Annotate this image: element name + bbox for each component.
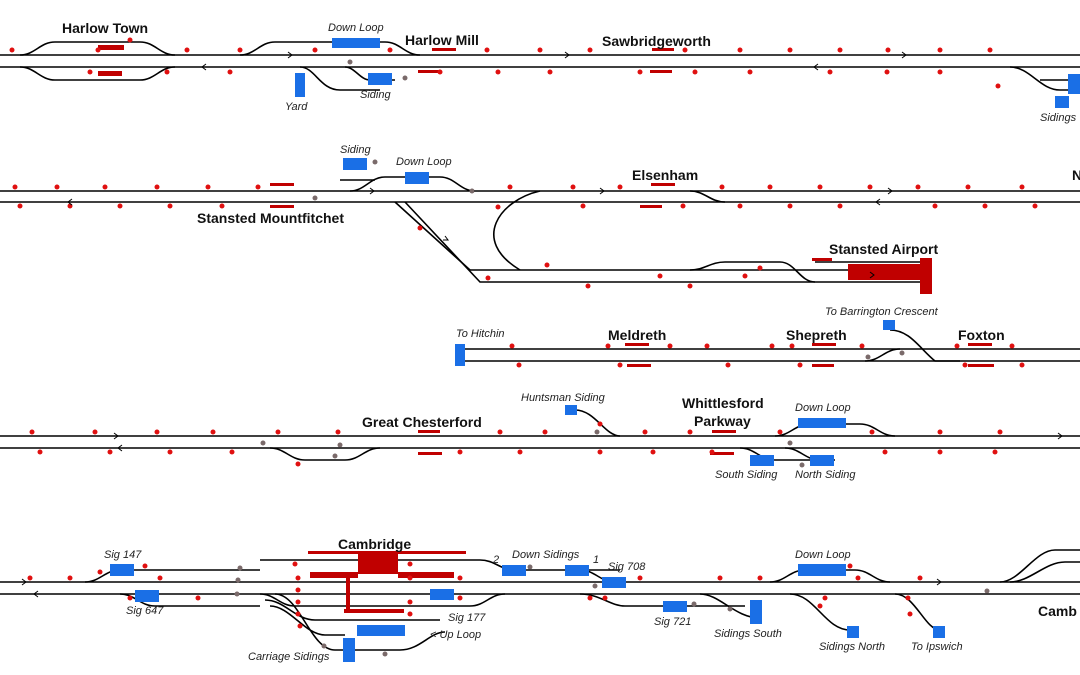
station-shepreth: Shepreth	[786, 327, 847, 343]
station-meldreth: Meldreth	[608, 327, 666, 343]
label-huntsman-siding: Huntsman Siding	[521, 392, 606, 404]
station-parkway: Parkway	[694, 413, 751, 429]
row-cambridge: Cambridge Camb Sig 147 Sig 647 2 Down Si…	[0, 536, 1080, 663]
row-harlow-sawbridgeworth: Harlow Town Harlow Mill Sawbridgeworth D…	[0, 20, 1080, 124]
label-sig-721: Sig 721	[654, 616, 691, 628]
label-to-barrington-crescent: To Barrington Crescent	[825, 306, 939, 318]
label-to-hitchin: To Hitchin	[456, 328, 505, 340]
row4-direction-arrows	[113, 432, 1063, 452]
label-sidings: Sidings	[1040, 112, 1077, 124]
station-cutoff-camb: Camb	[1038, 603, 1077, 619]
label-north-siding: North Siding	[795, 469, 856, 481]
label-down-loop: Down Loop	[795, 402, 851, 414]
label-1: 1	[593, 554, 599, 566]
label-south-siding: South Siding	[715, 469, 778, 481]
row3-signals	[509, 343, 1025, 368]
label-up-loop: < Up Loop	[430, 629, 481, 641]
row4-signals	[29, 421, 1003, 468]
label-siding: Siding	[360, 89, 391, 101]
label-down-loop: Down Loop	[328, 22, 384, 34]
label-2: 2	[492, 554, 499, 566]
station-stansted-airport: Stansted Airport	[829, 241, 938, 257]
label-down-loop: Down Loop	[795, 549, 851, 561]
station-great-chesterford: Great Chesterford	[362, 414, 482, 430]
label-sig-147: Sig 147	[104, 549, 142, 561]
station-harlow-mill: Harlow Mill	[405, 32, 479, 48]
row2-direction-arrows	[67, 187, 893, 279]
row-great-chesterford-whittlesford: Great Chesterford Whittlesford Parkway H…	[0, 392, 1080, 481]
label-sig-177: Sig 177	[448, 612, 486, 624]
label-siding: Siding	[340, 144, 371, 156]
station-cutoff-n: N	[1072, 167, 1080, 183]
station-whittlesford: Whittlesford	[682, 395, 764, 411]
label-sig-647: Sig 647	[126, 605, 164, 617]
station-elsenham: Elsenham	[632, 167, 698, 183]
label-down-loop: Down Loop	[396, 156, 452, 168]
station-foxton: Foxton	[958, 327, 1005, 343]
row1-signals	[9, 37, 1001, 89]
label-down-sidings: Down Sidings	[512, 549, 580, 561]
label-carriage-sidings: Carriage Sidings	[248, 651, 330, 663]
label-sig-708: Sig 708	[608, 561, 646, 573]
row2-signals	[12, 159, 1038, 289]
row5-signals	[27, 561, 990, 657]
row-hitchin-foxton: Meldreth Shepreth Foxton To Hitchin To B…	[455, 306, 1080, 368]
station-stansted-mountfitchet: Stansted Mountfitchet	[197, 210, 344, 226]
label-to-ipswich: To Ipswich	[911, 641, 963, 653]
station-cambridge: Cambridge	[338, 536, 411, 552]
label-sidings-north: Sidings North	[819, 641, 885, 653]
label-sidings-south: Sidings South	[714, 628, 782, 640]
station-sawbridgeworth: Sawbridgeworth	[602, 33, 711, 49]
row1-direction-arrows	[201, 51, 907, 71]
row5-direction-arrows	[21, 578, 942, 598]
station-harlow-town: Harlow Town	[62, 20, 148, 36]
row-stansted: Stansted Mountfitchet Elsenham Stansted …	[0, 144, 1080, 294]
label-yard: Yard	[285, 101, 308, 113]
